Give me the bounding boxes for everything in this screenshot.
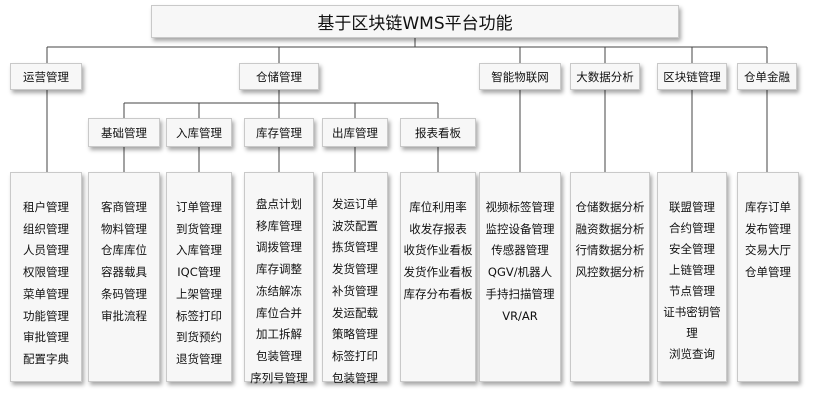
submodule-inbound: 入库管理 xyxy=(166,118,232,147)
list-item: 风控数据分析 xyxy=(575,265,645,280)
list-item: 视频标签管理 xyxy=(485,200,555,214)
list-item: 上链管理 xyxy=(669,263,715,277)
list-item: 退货管理 xyxy=(176,351,222,366)
list-item: 合约管理 xyxy=(669,221,715,235)
list-item: 包装管理 xyxy=(332,370,378,385)
list-item: 发布管理 xyxy=(745,221,791,236)
list-item: 策略管理 xyxy=(332,327,378,342)
list-item: 监控设备管理 xyxy=(485,221,555,236)
list-item: 手持扫描管理 xyxy=(485,286,555,301)
list-item: 菜单管理 xyxy=(23,286,69,301)
list-item: 补货管理 xyxy=(332,283,378,298)
list-item: 库存订单 xyxy=(745,200,791,214)
list-iot: 视频标签管理 监控设备管理 传感器管理 QGV/机器人 手持扫描管理 VR/AR xyxy=(479,172,561,382)
list-item: 标签打印 xyxy=(176,308,222,323)
list-item: 发货管理 xyxy=(332,262,378,277)
module-storage: 仓储管理 xyxy=(239,63,319,90)
list-item: 条码管理 xyxy=(101,286,147,301)
list-inbound: 订单管理 到货管理 入库管理 IQC管理 上架管理 标签打印 到货预约 退货管理 xyxy=(166,172,232,382)
list-item: 浏览查询 xyxy=(669,347,715,361)
list-item: 盘点计划 xyxy=(256,197,302,211)
list-item: 安全管理 xyxy=(669,242,715,256)
list-item: 移库管理 xyxy=(256,218,302,233)
list-report: 库位利用率 收发存报表 收货作业看板 发货作业看板 库存分布看板 xyxy=(400,172,476,382)
list-item: 序列号管理 xyxy=(250,370,308,385)
list-item: 发运配载 xyxy=(332,305,378,320)
list-item: 仓单管理 xyxy=(745,265,791,280)
submodule-report: 报表看板 xyxy=(400,118,476,147)
list-item: 包装管理 xyxy=(256,348,302,363)
list-item: 权限管理 xyxy=(23,265,69,280)
list-item: 容器载具 xyxy=(101,265,147,280)
list-item: 调拨管理 xyxy=(256,240,302,255)
list-item: 到货预约 xyxy=(176,330,222,345)
list-item: 冻结解冻 xyxy=(256,283,302,298)
list-item: 标签打印 xyxy=(332,348,378,363)
list-ops: 租户管理 组织管理 人员管理 权限管理 菜单管理 功能管理 审批管理 配置字典 xyxy=(10,172,82,382)
list-item: 波茨配置 xyxy=(332,218,378,233)
list-item: 行情数据分析 xyxy=(575,243,645,258)
list-item: 库存分布看板 xyxy=(403,286,473,301)
list-item: 传感器管理 xyxy=(491,243,549,258)
submodule-outbound: 出库管理 xyxy=(322,118,388,147)
list-item: 租户管理 xyxy=(23,200,69,214)
list-bigdata: 仓储数据分析 融资数据分析 行情数据分析 风控数据分析 xyxy=(570,172,650,382)
list-item: 人员管理 xyxy=(23,243,69,258)
list-stock: 盘点计划 移库管理 调拨管理 库存调整 冻结解冻 库位合并 加工拆解 包装管理 … xyxy=(244,172,314,385)
list-blockchain: 联盟管理 合约管理 安全管理 上链管理 节点管理 证书密钥管理 浏览查询 xyxy=(657,172,727,382)
list-item: 拣货管理 xyxy=(332,240,378,255)
list-item: 证书密钥管理 xyxy=(663,305,721,340)
list-item: 组织管理 xyxy=(23,221,69,236)
list-item: QGV/机器人 xyxy=(487,265,553,280)
list-item: 仓储数据分析 xyxy=(575,200,645,214)
list-item: 发运订单 xyxy=(332,197,378,211)
list-item: 物料管理 xyxy=(101,221,147,236)
list-item: 库位合并 xyxy=(256,305,302,320)
list-item: 加工拆解 xyxy=(256,327,302,342)
list-item: 收货作业看板 xyxy=(403,243,473,258)
list-finance: 库存订单 发布管理 交易大厅 仓单管理 xyxy=(737,172,799,382)
list-item: 客商管理 xyxy=(101,200,147,214)
list-item: 联盟管理 xyxy=(669,200,715,214)
list-item: 订单管理 xyxy=(176,200,222,214)
list-item: 库存调整 xyxy=(256,262,302,277)
list-item: VR/AR xyxy=(502,308,538,323)
submodule-basic: 基础管理 xyxy=(88,118,160,147)
list-item: 库位利用率 xyxy=(409,200,467,214)
module-finance: 仓单金融 xyxy=(737,63,797,90)
list-item: 上架管理 xyxy=(176,286,222,301)
module-ops: 运营管理 xyxy=(10,63,82,90)
list-item: 审批管理 xyxy=(23,330,69,345)
list-item: 审批流程 xyxy=(101,308,147,323)
list-item: 发货作业看板 xyxy=(403,265,473,280)
module-iot: 智能物联网 xyxy=(479,63,561,90)
list-item: 交易大厅 xyxy=(745,243,791,258)
list-item: 配置字典 xyxy=(23,351,69,366)
list-item: 仓库库位 xyxy=(101,243,147,258)
list-outbound: 发运订单 波茨配置 拣货管理 发货管理 补货管理 发运配载 策略管理 标签打印 … xyxy=(322,172,388,385)
list-item: 融资数据分析 xyxy=(575,221,645,236)
list-item: 收发存报表 xyxy=(409,221,467,236)
list-item: 入库管理 xyxy=(176,243,222,258)
list-basic: 客商管理 物料管理 仓库库位 容器载具 条码管理 审批流程 xyxy=(88,172,160,382)
list-item: IQC管理 xyxy=(177,265,221,280)
list-item: 功能管理 xyxy=(23,308,69,323)
list-item: 到货管理 xyxy=(176,221,222,236)
list-item: 节点管理 xyxy=(669,284,715,298)
diagram-title: 基于区块链WMS平台功能 xyxy=(151,5,679,38)
submodule-stock: 库存管理 xyxy=(244,118,314,147)
module-bigdata: 大数据分析 xyxy=(570,63,640,90)
module-blockchain: 区块链管理 xyxy=(657,63,727,90)
